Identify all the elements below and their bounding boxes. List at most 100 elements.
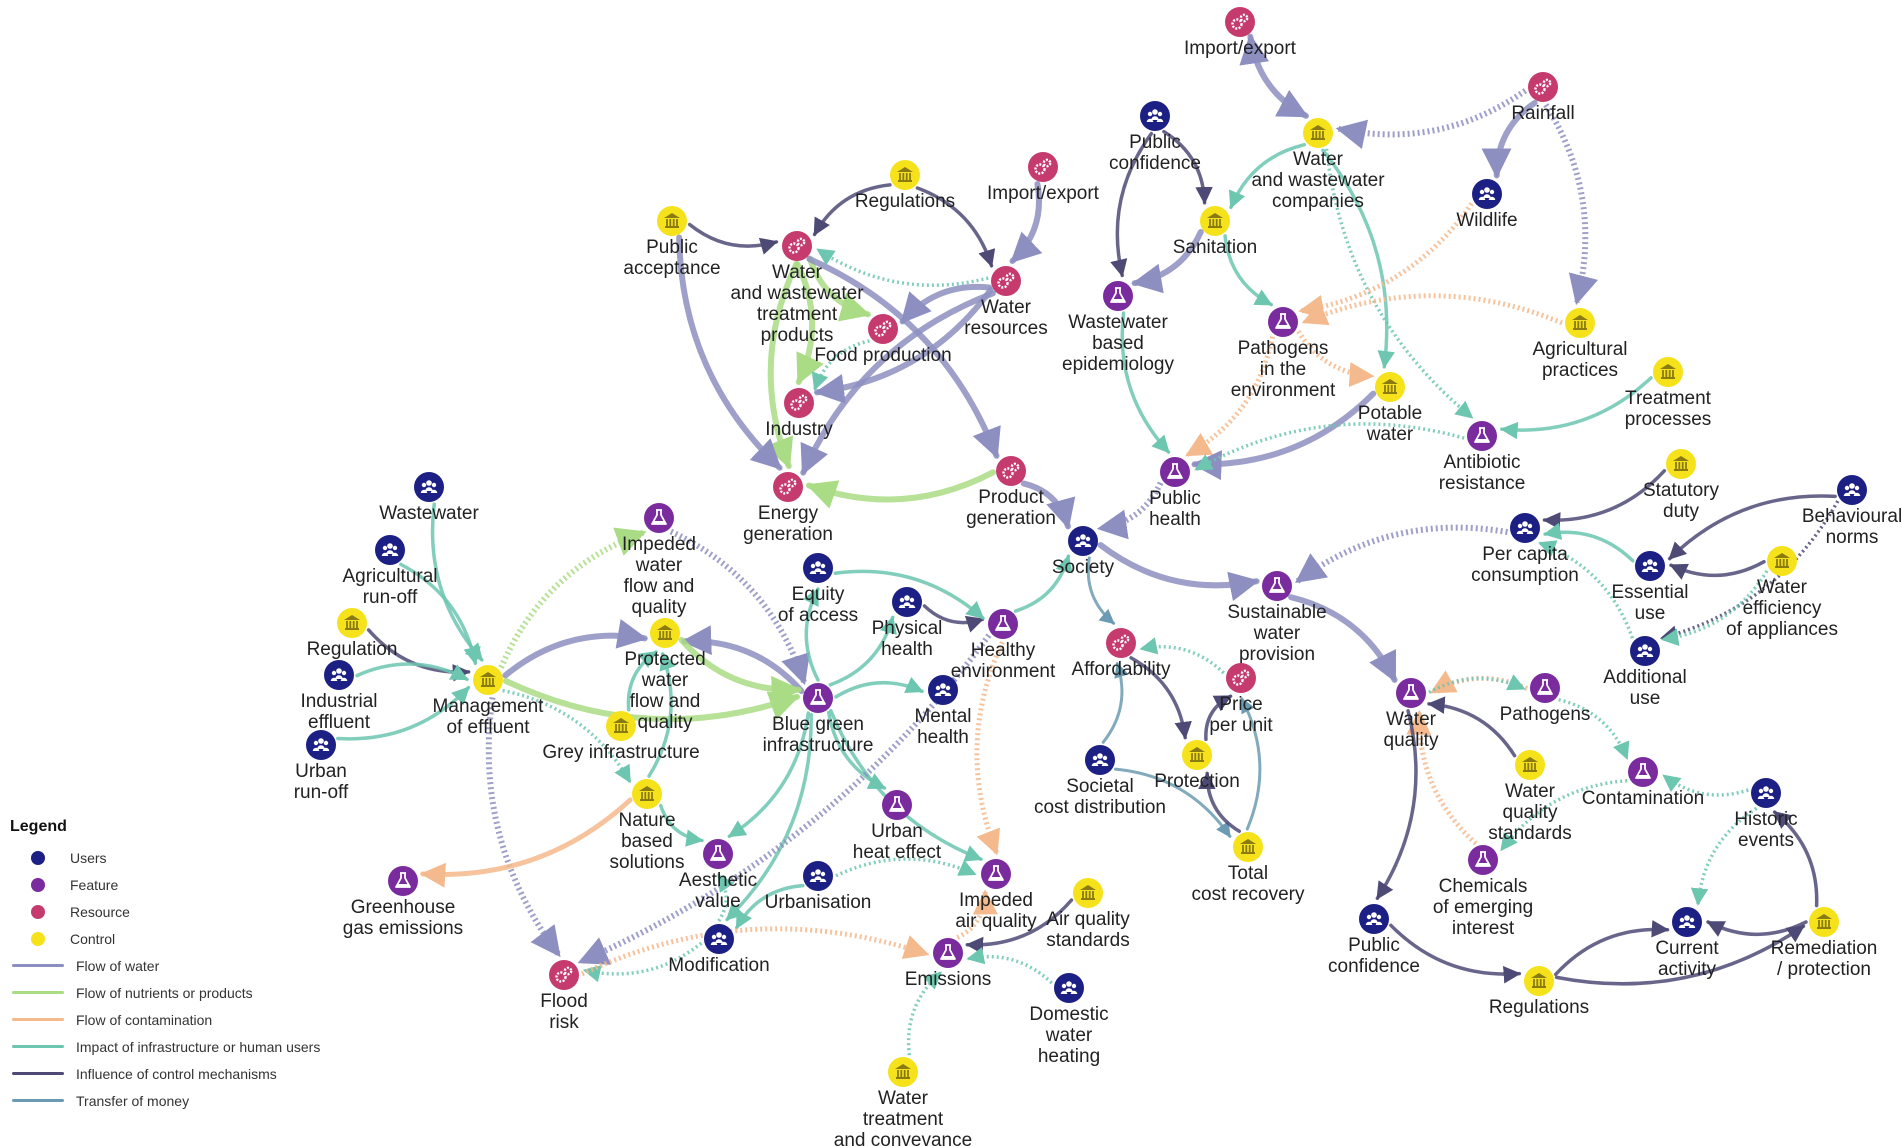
building-icon <box>1522 757 1538 772</box>
node-label: Import/export <box>1184 38 1297 59</box>
legend-label: Flow of water <box>76 957 160 974</box>
node-label: Public <box>1149 488 1201 509</box>
node-label: health <box>881 639 933 660</box>
node-label: flow and <box>630 691 701 712</box>
node-circle <box>1565 308 1595 338</box>
node-label: epidemiology <box>1062 354 1174 375</box>
node-circle <box>1140 101 1170 131</box>
node-society: Society <box>1052 526 1115 578</box>
edge-regulations-2-to-current-activity <box>1553 920 1670 977</box>
people-icon <box>1757 786 1775 799</box>
edge-industrial-effluent-to-management-effluent <box>355 662 469 682</box>
node-label: Wastewater <box>379 503 479 524</box>
node-circle <box>1375 372 1405 402</box>
legend-item-control: Control <box>10 925 370 952</box>
flask-icon <box>1403 684 1419 700</box>
node-circle <box>1467 421 1497 451</box>
legend-item-money: Transfer of money <box>10 1087 370 1114</box>
node-label: Current <box>1655 938 1719 959</box>
edge-rainfall-to-wildlife <box>1481 99 1538 179</box>
legend-nutrients-line-icon <box>12 991 64 994</box>
legend-label: Transfer of money <box>76 1092 190 1109</box>
legend-item-impact: Impact of infrastructure or human users <box>10 1033 370 1060</box>
edge-water-resources-to-energy-generation <box>800 290 996 476</box>
node-label: run-off <box>294 782 349 803</box>
people-icon <box>934 683 952 696</box>
edge-behavioural-norms-to-essential-use <box>1667 494 1837 561</box>
node-label: Public <box>1348 935 1400 956</box>
node-circle <box>1837 475 1867 505</box>
node-label: of emerging <box>1433 897 1533 918</box>
node-affordability: Affordability <box>1072 628 1171 680</box>
node-regulations-1: Regulations <box>855 160 955 212</box>
edge-sanitation-to-wastewater-epidemiology <box>1131 229 1204 294</box>
node-circle <box>933 938 963 968</box>
edge-public-health-to-society <box>1096 481 1164 540</box>
people-icon <box>1636 644 1654 657</box>
legend-title: Legend <box>10 818 67 835</box>
building-icon <box>1080 885 1096 900</box>
node-label: based <box>1092 333 1144 354</box>
node-label: generation <box>966 508 1056 529</box>
node-label: water <box>635 555 683 576</box>
building-icon <box>1382 379 1398 394</box>
node-label: Equity <box>792 584 845 605</box>
node-circle <box>1672 907 1702 937</box>
node-label: Water <box>1757 577 1808 598</box>
edge-urbanisation-to-impeded-air <box>835 857 977 878</box>
node-circle <box>928 675 958 705</box>
edge-public-confidence-1-to-wastewater-epidemiology <box>1110 131 1154 278</box>
edge-management-effluent-to-nature-based <box>502 688 632 784</box>
edge-pathogens-environment-to-public-health <box>1185 336 1275 458</box>
flask-icon <box>810 689 826 705</box>
edge-rainfall-to-agricultural-practices <box>1543 103 1598 306</box>
node-label: of effluent <box>446 717 530 738</box>
gears-icon <box>1232 669 1250 686</box>
node-label: Regulations <box>1489 997 1589 1018</box>
node-label: interest <box>1452 918 1515 939</box>
node-circle <box>1103 281 1133 311</box>
edge-protection-to-price-per-unit <box>1204 694 1233 742</box>
people-icon <box>1365 912 1383 925</box>
node-label: treatment <box>757 304 838 325</box>
node-circle <box>337 608 367 638</box>
node-label: Agricultural <box>1532 339 1627 360</box>
node-label: Water <box>1293 149 1344 170</box>
edge-society-to-affordability <box>1086 556 1116 625</box>
legend: Legend Users Feature Resource Control Fl… <box>10 818 370 1114</box>
node-label: environment <box>951 661 1056 682</box>
node-label: Potable <box>1358 403 1422 424</box>
node-label: generation <box>743 524 833 545</box>
node-label: Society <box>1052 557 1115 578</box>
node-circle <box>1359 904 1389 934</box>
node-label: treatment <box>863 1109 944 1130</box>
node-label: and wastewater <box>730 283 864 304</box>
node-label: Regulations <box>855 191 955 212</box>
edge-essential-use-to-per-capita-consumption <box>1543 522 1635 563</box>
edge-total-cost-recovery-to-price-per-unit <box>1240 697 1262 831</box>
gears-icon <box>779 478 797 495</box>
node-circle <box>1200 206 1230 236</box>
node-circle <box>606 711 636 741</box>
node-label: Blue green <box>772 714 864 735</box>
node-wildlife: Wildlife <box>1456 179 1518 231</box>
legend-item-control-influence: Influence of control mechanisms <box>10 1060 370 1087</box>
edge-blue-green-to-modification <box>725 712 813 922</box>
node-label: Essential <box>1611 582 1688 603</box>
people-icon <box>1641 559 1659 572</box>
node-label: health <box>917 727 969 748</box>
